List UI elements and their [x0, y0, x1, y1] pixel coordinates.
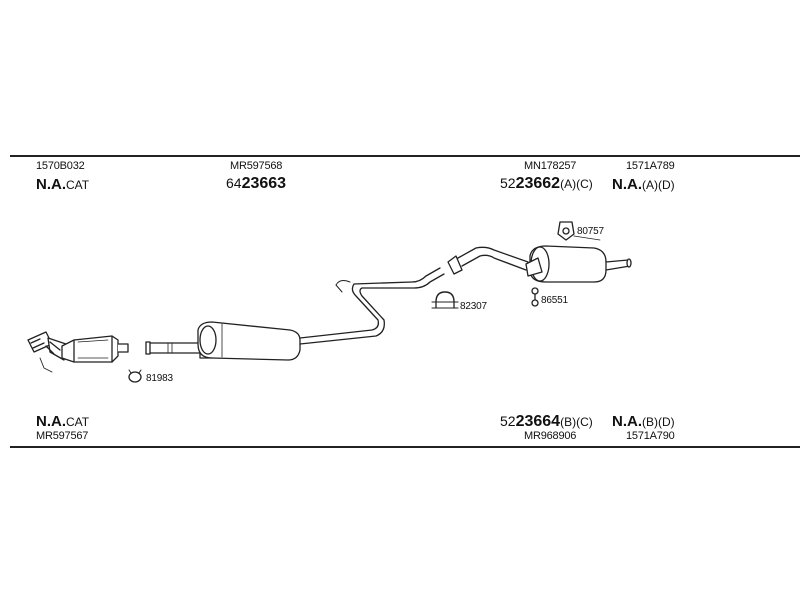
tailpipe-na-top-bold: N.A.: [612, 176, 642, 193]
tailpipe-na-bottom: N.A.(B)(D): [612, 414, 675, 430]
catalyst-na-top: N.A.CAT: [36, 177, 89, 193]
catalyst-na-bottom: N.A.CAT: [36, 414, 89, 430]
catalytic-converter: [39, 335, 129, 373]
tailpipe: [605, 258, 632, 271]
tailpipe-code-top: 1571A789: [626, 160, 675, 172]
rear-silencer-part-suffix-top: (A)(C): [560, 177, 593, 191]
catalyst-code-bottom: MR597567: [36, 430, 89, 442]
tailpipe-na-top-suffix: (A)(D): [642, 178, 675, 192]
middle-silencer: [197, 321, 301, 361]
gasket-ring: [128, 369, 142, 383]
rear-silencer: [525, 245, 607, 283]
middle-silencer-part-number: 6423663: [226, 176, 286, 192]
rubber-mount: [557, 221, 601, 241]
front-flange-pipe: [27, 331, 67, 361]
rear-silencer-part-prefix-top: 52: [500, 175, 516, 191]
catalyst-na-bottom-bold: N.A.: [36, 413, 66, 430]
rear-inlet-pipe: [447, 246, 529, 275]
catalyst-code-top: 1570B032: [36, 160, 85, 172]
connecting-pipe: [299, 267, 445, 345]
mount-ref-label: 80757: [577, 226, 604, 237]
top-divider: [10, 155, 800, 157]
middle-silencer-code-top: MR597568: [230, 160, 283, 172]
rear-silencer-part-bold-bottom: 23664: [515, 413, 561, 430]
rear-hanger: [531, 287, 539, 307]
rear-silencer-part-number-bottom: 5223664(B)(C): [500, 414, 593, 430]
tailpipe-na-bottom-suffix: (B)(D): [642, 415, 675, 429]
rear-silencer-part-number-top: 5223662(A)(C): [500, 176, 593, 192]
hanger-ref-label: 86551: [541, 295, 568, 306]
catalyst-na-bottom-suffix: CAT: [66, 415, 90, 429]
catalyst-na-top-suffix: CAT: [66, 178, 90, 192]
rear-silencer-part-prefix-bottom: 52: [500, 413, 516, 429]
tailpipe-na-bottom-bold: N.A.: [612, 413, 642, 430]
clamp-ref-label: 82307: [460, 301, 487, 312]
rear-silencer-part-bold-top: 23662: [515, 175, 561, 192]
gasket-ref-label: 81983: [146, 373, 173, 384]
bottom-divider: [10, 446, 800, 448]
rear-silencer-part-suffix-bottom: (B)(C): [560, 415, 593, 429]
tailpipe-na-top: N.A.(A)(D): [612, 177, 675, 193]
middle-silencer-part-prefix: 64: [226, 175, 242, 191]
tailpipe-code-bottom: 1571A790: [626, 430, 675, 442]
rear-silencer-code-top: MN178257: [524, 160, 577, 172]
catalyst-na-top-bold: N.A.: [36, 176, 66, 193]
middle-silencer-part-bold: 23663: [241, 175, 287, 192]
rear-silencer-code-bottom: MR968906: [524, 430, 577, 442]
clamp: [431, 291, 459, 309]
